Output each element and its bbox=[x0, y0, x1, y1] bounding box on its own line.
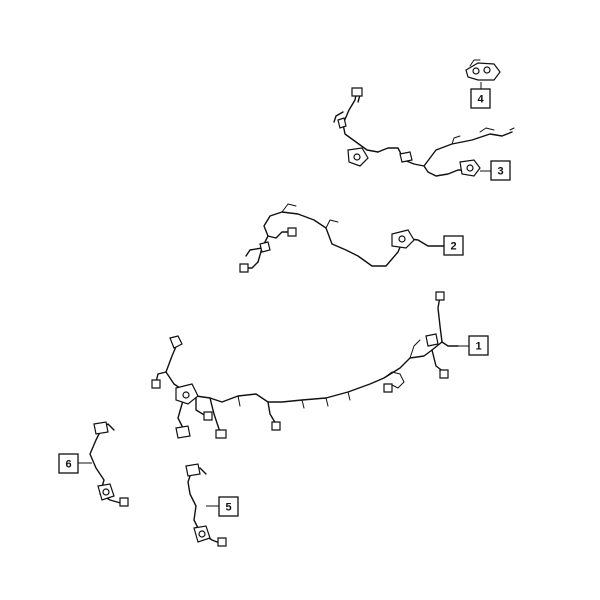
callout-5[interactable]: 5 bbox=[218, 496, 239, 517]
callout-5-label: 5 bbox=[225, 502, 231, 514]
part-5-harness[interactable] bbox=[185, 463, 227, 547]
callout-4-label: 4 bbox=[477, 94, 484, 106]
callout-2[interactable]: 2 bbox=[443, 235, 464, 256]
callout-3[interactable]: 3 bbox=[490, 160, 511, 181]
callout-4[interactable]: 4 bbox=[470, 88, 491, 109]
callout-2-label: 2 bbox=[450, 241, 456, 253]
part-1-harness[interactable] bbox=[151, 291, 459, 439]
callout-3-label: 3 bbox=[497, 166, 503, 178]
callout-6-label: 6 bbox=[65, 459, 71, 471]
part-3-harness[interactable] bbox=[333, 87, 515, 177]
part-6-harness[interactable] bbox=[89, 421, 129, 507]
callout-1-label: 1 bbox=[475, 341, 481, 353]
part-2-harness[interactable] bbox=[239, 203, 445, 273]
part-4-connector[interactable] bbox=[465, 59, 501, 81]
callout-1[interactable]: 1 bbox=[468, 335, 489, 356]
callout-6[interactable]: 6 bbox=[58, 453, 79, 474]
